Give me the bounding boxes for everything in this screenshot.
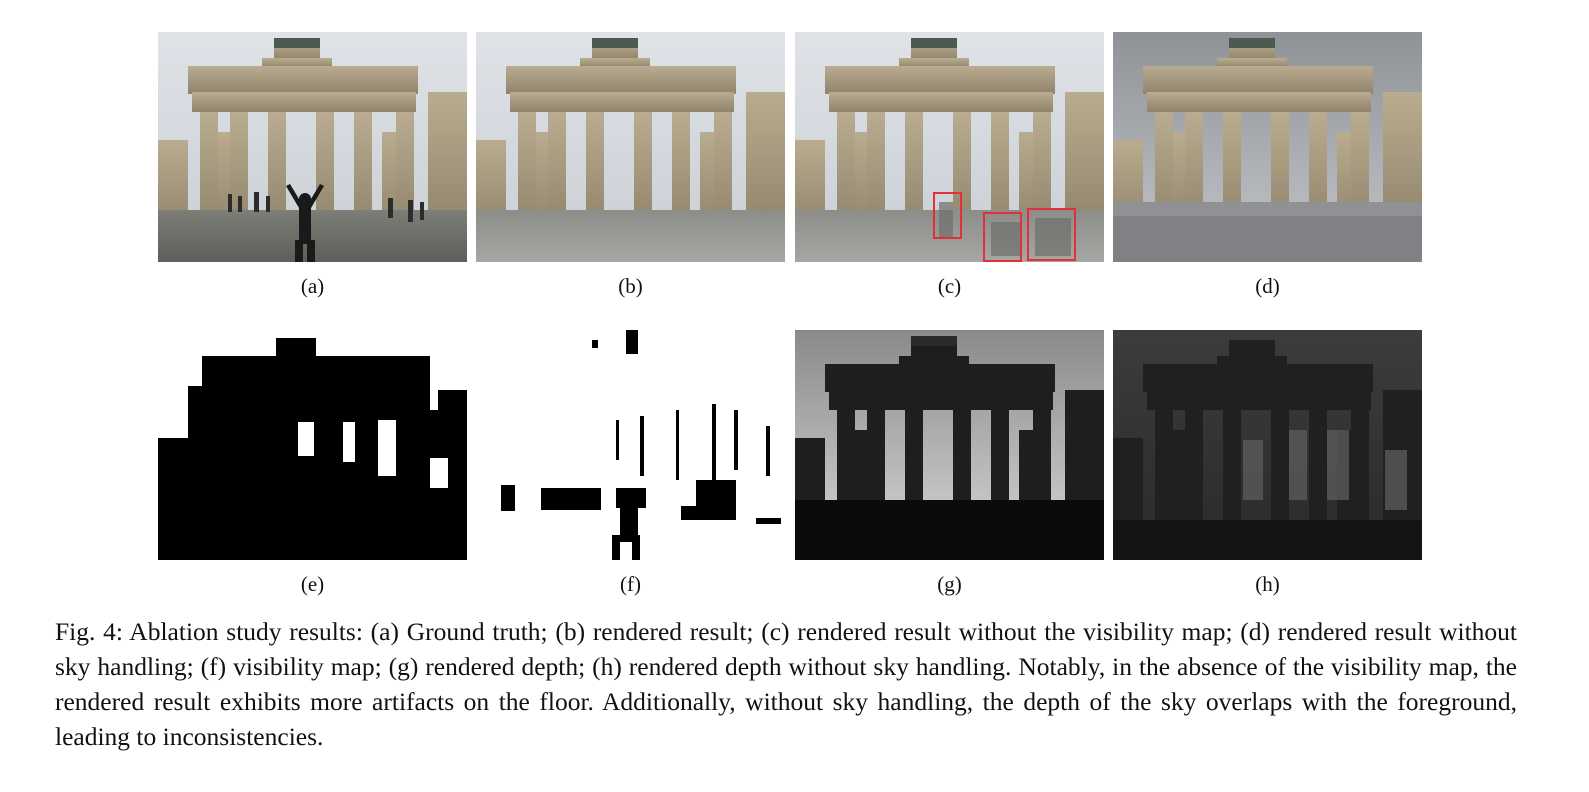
- label-e: (e): [300, 572, 325, 596]
- panel-d-image: [1113, 32, 1422, 262]
- label-f: (f): [620, 572, 641, 596]
- artifact-highlight-boxes: [933, 192, 1076, 262]
- label-b: (b): [618, 274, 643, 298]
- label-d: (d): [1255, 274, 1280, 298]
- label-h: (h): [1255, 572, 1280, 596]
- label-a: (a): [300, 274, 325, 298]
- label-g: (g): [937, 572, 962, 596]
- panel-h-image: [1113, 330, 1422, 560]
- label-c: (c): [937, 274, 962, 298]
- panel-c-image: [795, 32, 1104, 262]
- panel-e-image: [158, 330, 467, 560]
- panel-b-image: [476, 32, 785, 262]
- panel-f-image: [476, 330, 785, 560]
- figure-caption: Fig. 4: Ablation study results: (a) Grou…: [55, 617, 1517, 751]
- panel-g-image: [795, 330, 1104, 560]
- panel-a-image: [158, 32, 467, 262]
